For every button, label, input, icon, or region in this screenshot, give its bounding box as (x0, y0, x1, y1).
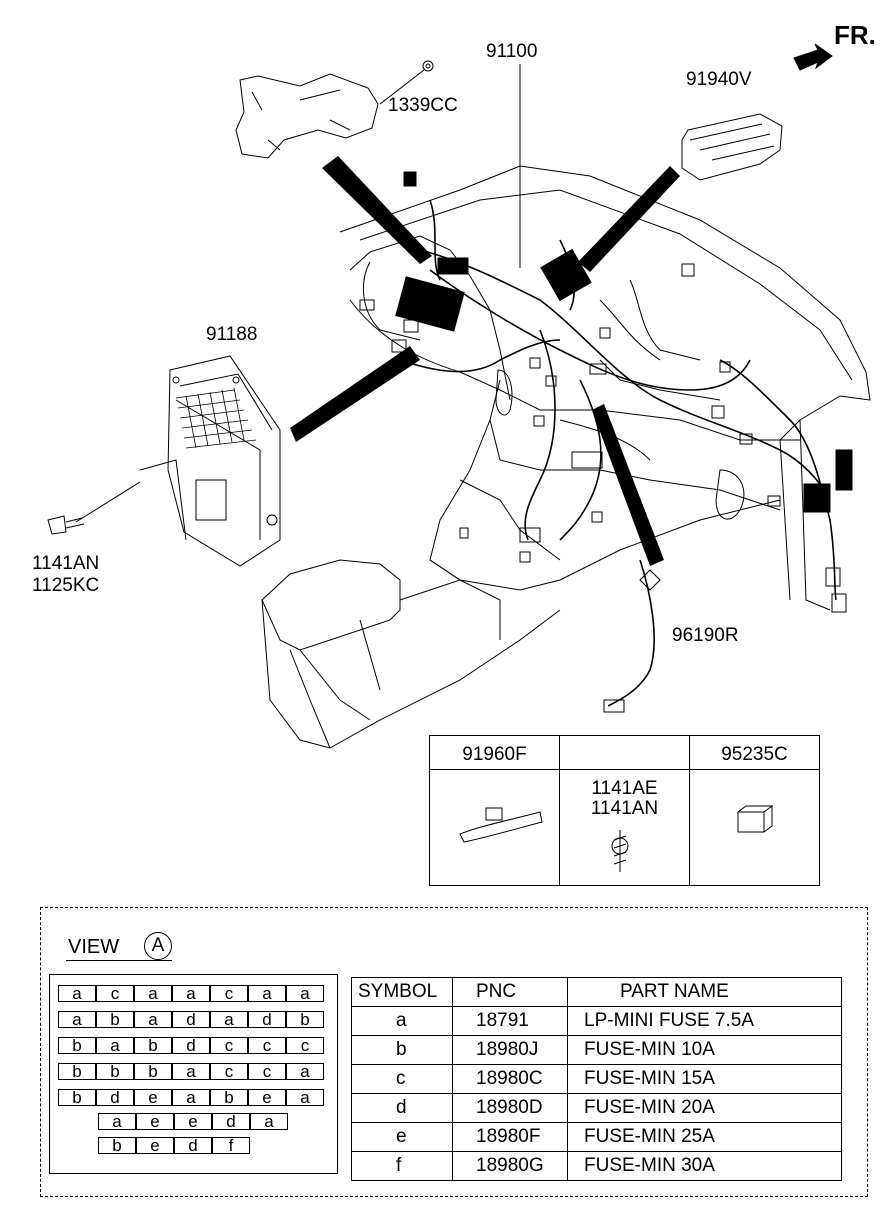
table-row: e 18980F FUSE-MIN 25A (352, 1123, 841, 1152)
view-a-panel (40, 907, 868, 1197)
fuse-slot: d (172, 1037, 210, 1054)
fuse-slot: c (210, 1063, 248, 1080)
fuse-slot: d (96, 1089, 134, 1106)
row-part-name: FUSE-MIN 25A (584, 1126, 715, 1147)
fuse-slot: d (212, 1113, 250, 1130)
fuse-slot: c (210, 985, 248, 1002)
table-row: c 18980C FUSE-MIN 15A (352, 1065, 841, 1094)
fuse-slot: a (172, 1063, 210, 1080)
label-junction-box: 91188 (206, 324, 258, 345)
fuse-slot: e (174, 1113, 212, 1130)
fuse-slot: b (58, 1037, 96, 1054)
fuse-slot: b (58, 1089, 96, 1106)
label-bolt-1: 1141AN (32, 553, 100, 574)
row-symbol: f (396, 1155, 402, 1176)
fuse-slot: e (134, 1089, 172, 1106)
fuse-slot: c (248, 1037, 286, 1054)
fuse-slot: c (96, 985, 134, 1002)
row-part-name: FUSE-MIN 10A (584, 1039, 715, 1060)
row-part-name: LP-MINI FUSE 7.5A (584, 1010, 754, 1031)
row-symbol: e (396, 1126, 407, 1147)
front-arrow-icon (793, 43, 833, 71)
parts-table-bolt-2: 1141AN (590, 798, 659, 819)
front-direction-label: FR. (834, 20, 876, 50)
label-bolt-2: 1125KC (32, 575, 100, 596)
symbol-table-header: SYMBOL PNC PART NAME (352, 978, 841, 1007)
fuse-slot: a (58, 1011, 96, 1028)
fuse-slot: b (98, 1137, 136, 1154)
row-symbol: b (396, 1039, 407, 1060)
fuse-slot: c (248, 1063, 286, 1080)
fuse-slot: b (286, 1011, 324, 1028)
row-symbol: d (396, 1097, 407, 1118)
row-pnc: 18980F (476, 1126, 541, 1147)
fuse-slot: b (134, 1063, 172, 1080)
fuse-slot: c (286, 1037, 324, 1054)
fuse-slot: d (174, 1137, 212, 1154)
label-bracket: 1339CC (388, 95, 458, 116)
fuse-slot: a (286, 1089, 324, 1106)
dashboard-outline (339, 165, 871, 441)
table-row: d 18980D FUSE-MIN 20A (352, 1094, 841, 1123)
view-title: VIEW (68, 936, 120, 958)
fuse-slot: a (172, 1089, 210, 1106)
row-part-name: FUSE-MIN 20A (584, 1097, 715, 1118)
fuse-slot: d (172, 1011, 210, 1028)
module-part (681, 113, 783, 181)
parts-table-header-1: 91960F (462, 744, 527, 765)
label-sensor: 96190R (672, 625, 739, 646)
fuse-slot: a (134, 1011, 172, 1028)
fuse-slot: d (248, 1011, 286, 1028)
fuse-slot: e (136, 1113, 174, 1130)
junction-box-part (167, 355, 281, 567)
main-harness-wires (419, 249, 831, 501)
row-part-name: FUSE-MIN 15A (584, 1068, 715, 1089)
table-row: a 18791 LP-MINI FUSE 7.5A (352, 1007, 841, 1036)
symbol-table: SYMBOL PNC PART NAME a 18791 LP-MINI FUS… (351, 977, 842, 1181)
fuse-slot: a (58, 985, 96, 1002)
row-pnc: 18980J (476, 1039, 539, 1060)
table-row: b 18980J FUSE-MIN 10A (352, 1036, 841, 1065)
fuse-slot: a (172, 985, 210, 1002)
fuse-slot: b (58, 1063, 96, 1080)
row-pnc: 18791 (476, 1010, 529, 1031)
fuse-slot: b (96, 1063, 134, 1080)
fuse-slot: b (210, 1089, 248, 1106)
fuse-slot: f (212, 1137, 250, 1154)
fuse-slot: b (134, 1037, 172, 1054)
fuse-slot: b (96, 1011, 134, 1028)
clip-part (459, 811, 543, 843)
row-part-name: FUSE-MIN 30A (584, 1155, 715, 1176)
view-marker: A (144, 932, 172, 960)
row-symbol: a (396, 1010, 407, 1031)
fuse-slot: a (248, 985, 286, 1002)
header-part-name: PART NAME (620, 981, 729, 1002)
fuse-slot: c (210, 1037, 248, 1054)
fuse-slot: e (136, 1137, 174, 1154)
center-console (261, 559, 401, 651)
fuse-slot: a (250, 1113, 288, 1130)
fuse-slot: a (98, 1113, 136, 1130)
fuse-slot: a (286, 985, 324, 1002)
row-pnc: 18980D (476, 1097, 543, 1118)
parts-table: 91960F 95235C 1141AE 1141AN (429, 735, 820, 886)
row-pnc: 18980C (476, 1068, 543, 1089)
label-main-harness: 91100 (486, 41, 538, 62)
fuse-slot: a (210, 1011, 248, 1028)
parts-table-header-3: 95235C (721, 744, 788, 765)
row-pnc: 18980G (476, 1155, 544, 1176)
fuse-slot: a (134, 985, 172, 1002)
parts-table-bolt-1: 1141AE (591, 778, 658, 799)
label-module: 91940V (686, 69, 752, 90)
fuse-slot: a (96, 1037, 134, 1054)
bracket-part (235, 73, 379, 159)
header-pnc: PNC (476, 981, 517, 1002)
table-row: f 18980G FUSE-MIN 30A (352, 1152, 841, 1181)
header-symbol: SYMBOL (358, 981, 438, 1002)
row-symbol: c (396, 1068, 406, 1089)
fuse-slot: e (248, 1089, 286, 1106)
fuse-slot: a (286, 1063, 324, 1080)
